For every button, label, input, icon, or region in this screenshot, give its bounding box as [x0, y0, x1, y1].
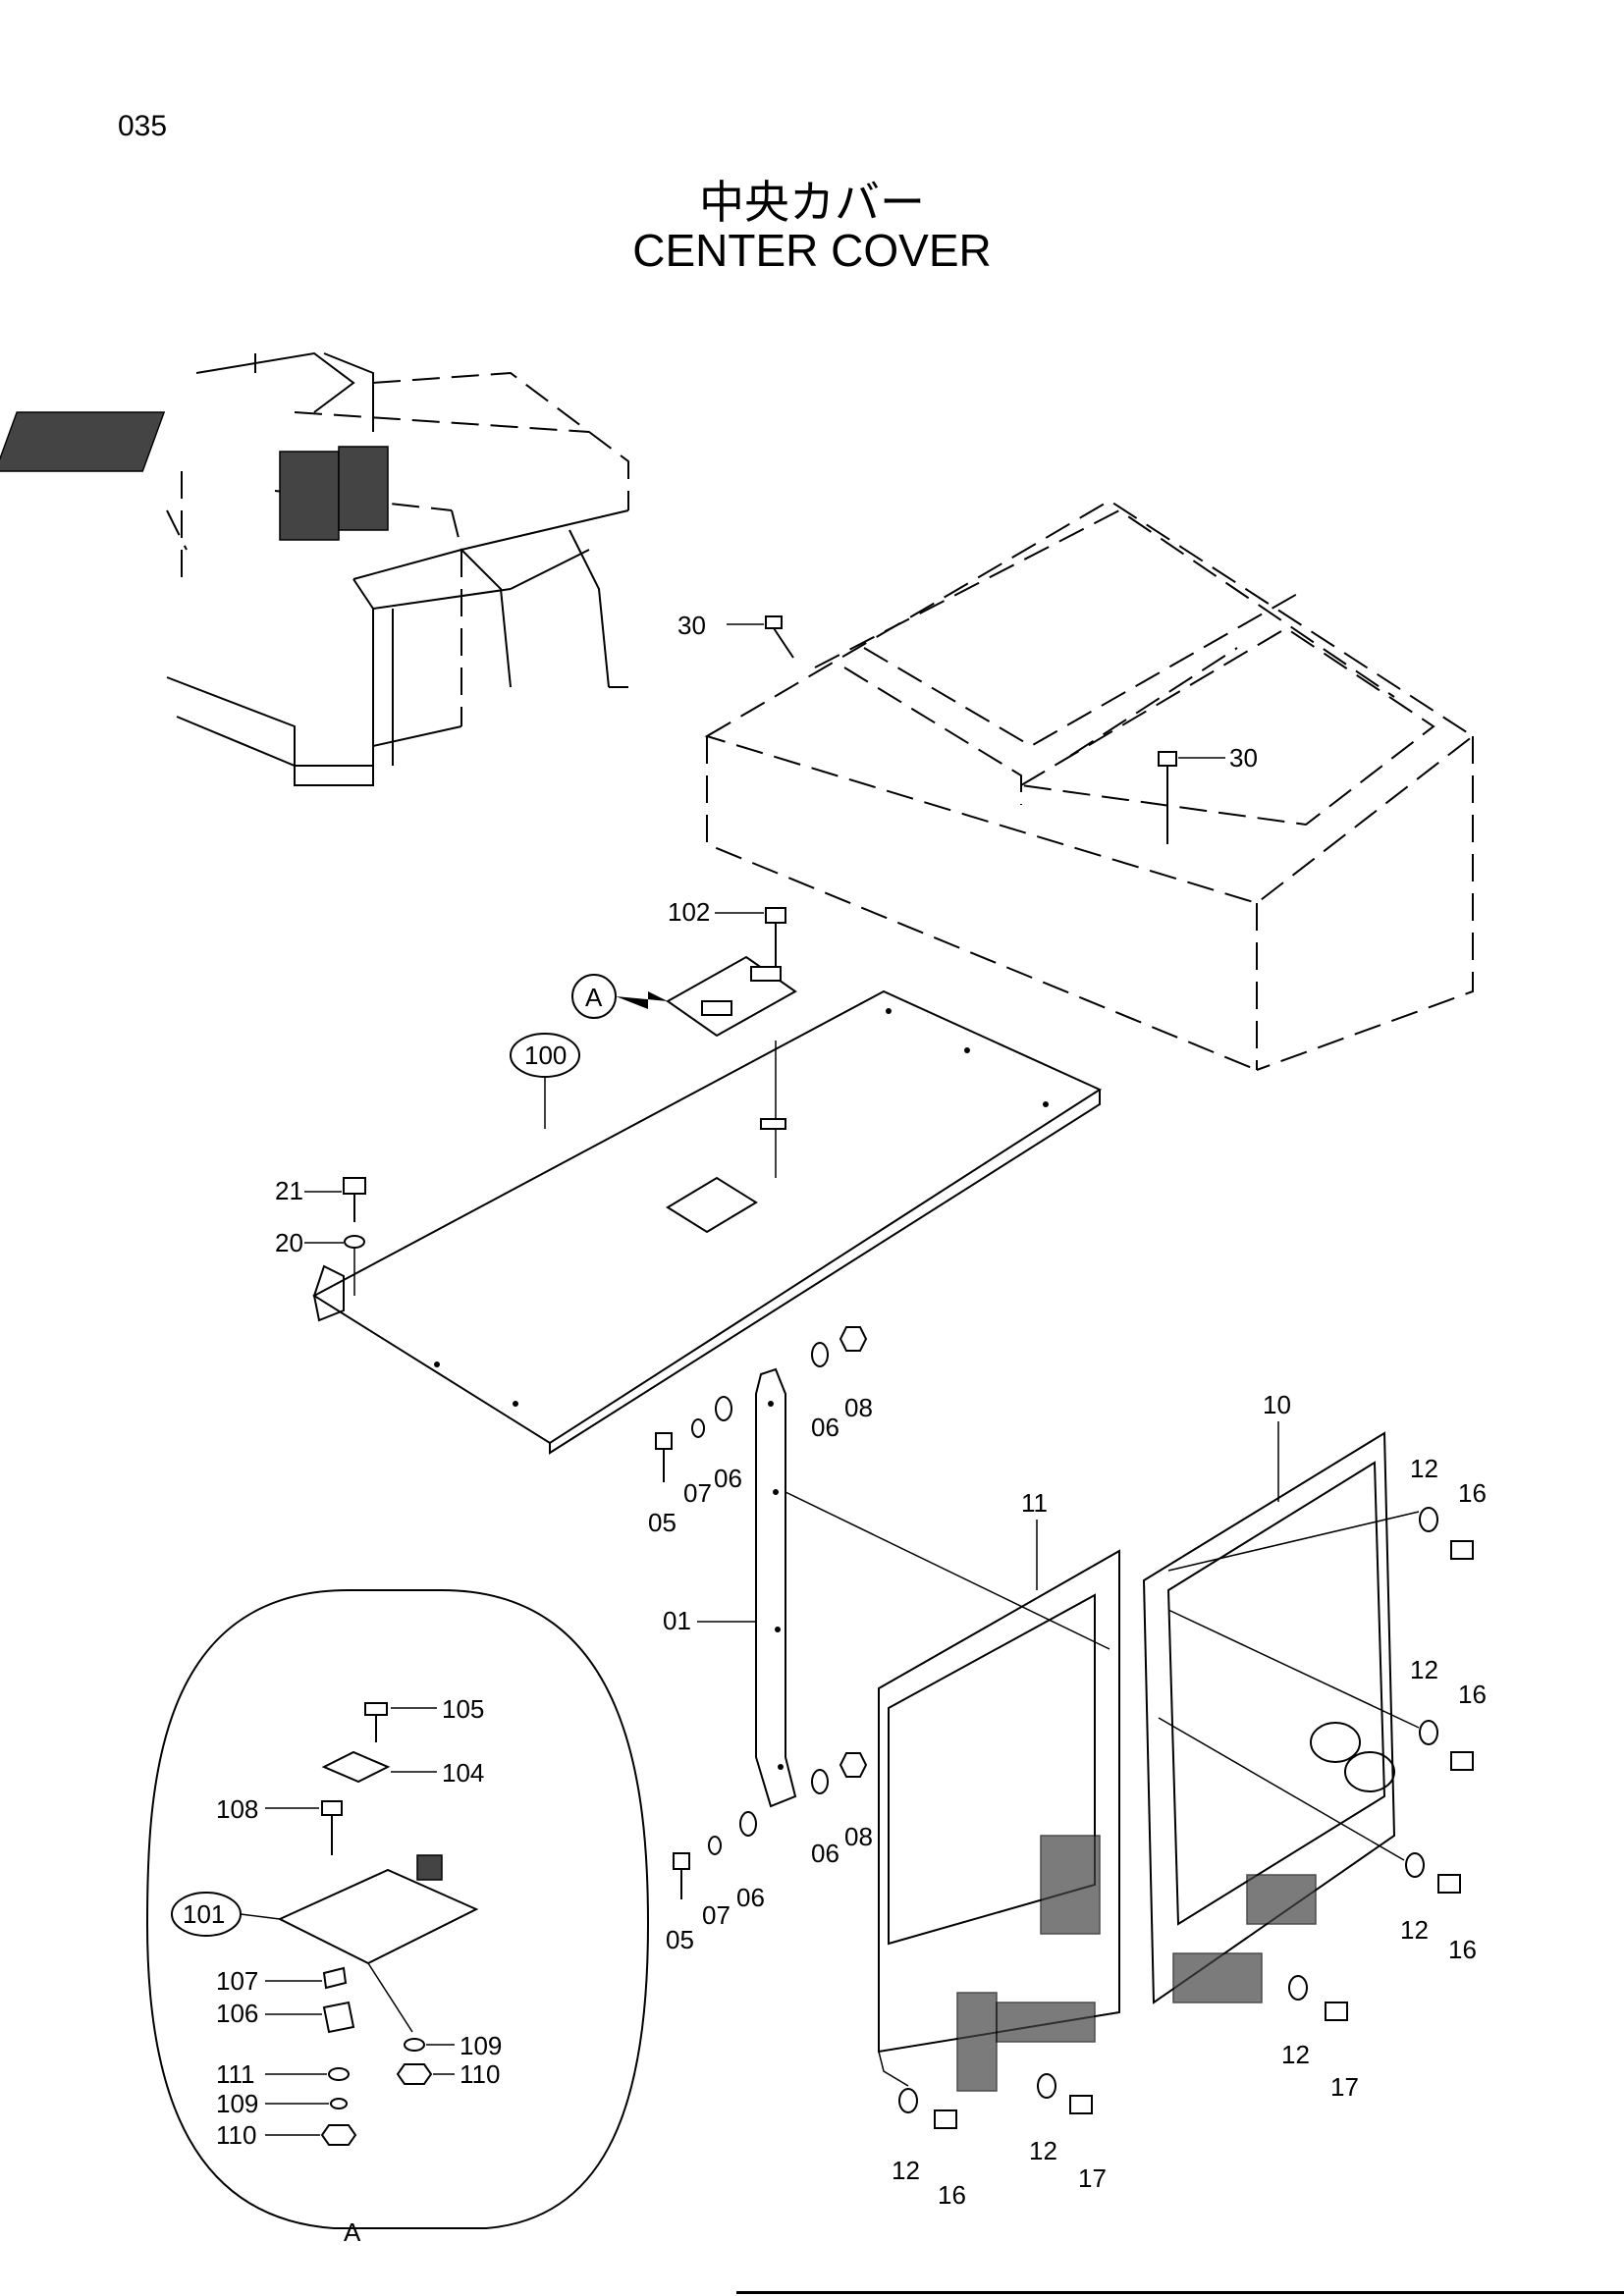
callout-16-d: 16 — [938, 2180, 966, 2210]
callout-21: 21 — [275, 1176, 303, 1205]
footer-rule — [736, 2291, 1624, 2294]
callout-20: 20 — [275, 1228, 303, 1257]
center-cover-plate — [312, 989, 1103, 1455]
callout-06-upper-left: 06 — [714, 1464, 742, 1493]
title-english: CENTER COVER — [632, 225, 992, 276]
panel-10: 10 — [1142, 1390, 1396, 2004]
callout-100: 100 — [524, 1041, 567, 1070]
bottom-hardware: 12 17 12 16 — [878, 2051, 1107, 2210]
callout-06-upper-right: 06 — [811, 1413, 839, 1442]
callout-05-lower: 05 — [666, 1925, 694, 1954]
callout-106: 106 — [216, 1999, 258, 2028]
callout-16-a: 16 — [1458, 1478, 1487, 1508]
bolt-30-upper: 30 — [677, 611, 794, 659]
callout-30-lower: 30 — [1229, 743, 1258, 773]
callout-104: 104 — [442, 1758, 484, 1788]
callout-109-left: 109 — [216, 2089, 258, 2118]
title-japanese: 中央カバー — [699, 176, 925, 229]
callout-110-left: 110 — [216, 2120, 256, 2150]
callout-100-group: 100 — [510, 1033, 580, 1129]
callout-06-lower-left: 06 — [736, 1883, 765, 1912]
callout-08-upper: 08 — [844, 1393, 873, 1422]
callout-12-a: 12 — [1410, 1454, 1438, 1483]
callout-16-b: 16 — [1458, 1680, 1487, 1709]
callout-17-a: 17 — [1330, 2072, 1359, 2102]
callout-08-lower: 08 — [844, 1822, 873, 1851]
callout-A: A — [585, 983, 603, 1012]
callout-102: 102 — [668, 897, 710, 927]
detail-A: A 105 104 108 101 107 106 111 — [145, 1589, 650, 2247]
callout-107: 107 — [216, 1966, 258, 1996]
bolt-30-lower: 30 — [1158, 743, 1258, 844]
lower-hardware: 05 07 06 06 08 — [666, 1752, 873, 1954]
callout-17-b: 17 — [1078, 2163, 1107, 2193]
right-hardware: 12 16 12 16 12 16 12 17 — [1158, 1454, 1487, 2102]
callout-12-d: 12 — [1281, 2040, 1310, 2069]
callout-109-right: 109 — [460, 2031, 502, 2060]
access-lid — [666, 907, 797, 1178]
callout-110-right: 110 — [460, 2059, 500, 2089]
callout-101: 101 — [183, 1899, 225, 1929]
callout-05-upper: 05 — [648, 1508, 677, 1537]
callout-A-group: A — [571, 974, 668, 1019]
callout-11: 11 — [1021, 1488, 1048, 1518]
bracket-01: 01 — [663, 1367, 797, 1808]
callout-30-upper: 30 — [677, 611, 706, 640]
callout-07-upper: 07 — [683, 1478, 712, 1508]
page-number: 035 — [118, 110, 168, 142]
callout-12-e: 12 — [1029, 2136, 1057, 2165]
enclosure-outline — [704, 499, 1475, 1071]
callout-detail-A: A — [344, 2217, 361, 2247]
bolt-21-washer-20: 21 20 — [275, 1176, 366, 1296]
callout-16-c: 16 — [1448, 1935, 1477, 1964]
callout-108: 108 — [216, 1794, 258, 1824]
callout-10: 10 — [1263, 1390, 1291, 1419]
callout-105: 105 — [442, 1694, 484, 1724]
callout-12-b: 12 — [1410, 1655, 1438, 1684]
callout-07-lower: 07 — [702, 1900, 731, 1930]
callout-01: 01 — [663, 1606, 691, 1635]
callout-102-group: 102 — [668, 897, 764, 927]
callout-12-c: 12 — [1400, 1915, 1429, 1945]
machine-overview — [0, 351, 629, 786]
callout-12-f: 12 — [892, 2156, 920, 2185]
callout-111: 111 — [216, 2059, 255, 2089]
panel-11: 11 — [785, 1488, 1120, 2092]
callout-06-lower-right: 06 — [811, 1839, 839, 1868]
upper-hardware: 05 07 06 06 08 — [648, 1326, 873, 1537]
